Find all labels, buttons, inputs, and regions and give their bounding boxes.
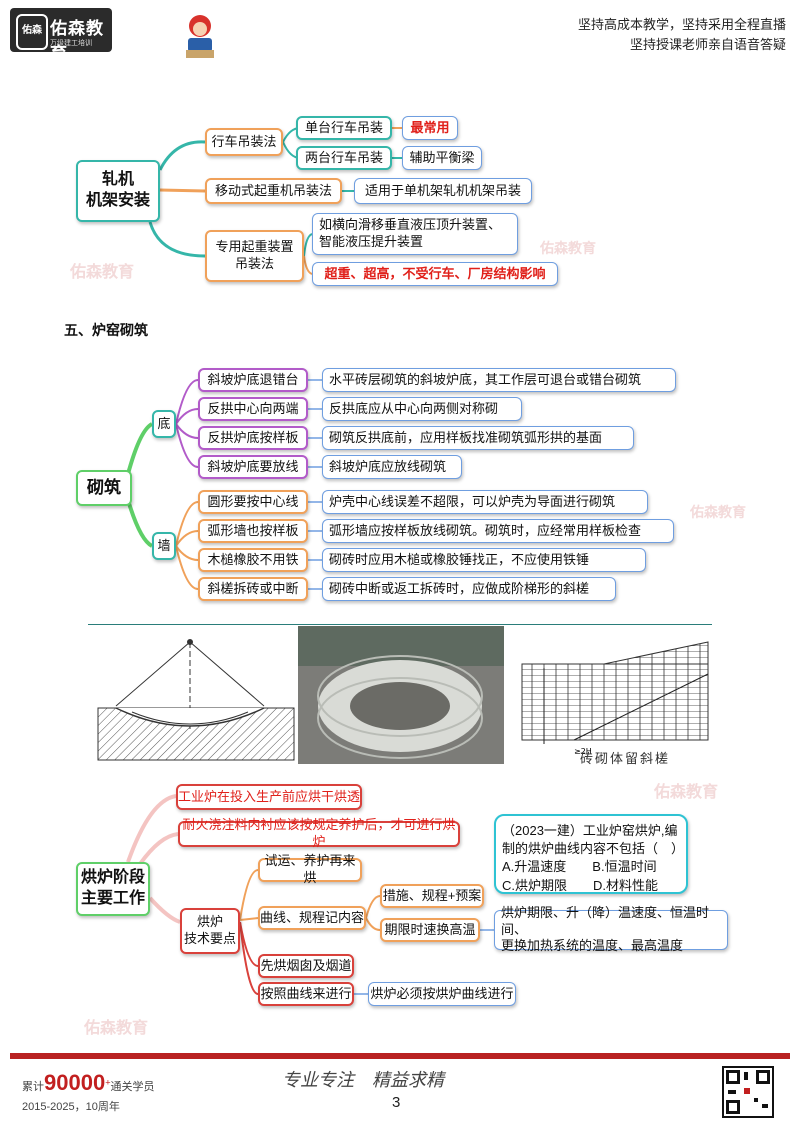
brick-rake-diagram: ≥2H — [521, 641, 709, 756]
drying-tech-4-note: 烘炉必须按烘炉曲线进行 — [368, 982, 516, 1006]
mascot-icon — [186, 15, 214, 58]
single-crane-note: 最常用 — [402, 116, 458, 140]
brand-name: 佑森教育 — [50, 19, 104, 63]
section-title: 五、炉窑砌筑 — [64, 322, 148, 338]
masonry-item-note: 砌砖时应用木槌或橡胶锤找正，不应使用铁锤 — [322, 548, 646, 572]
special-device-method: 专用起重装置 吊装法 — [205, 230, 304, 282]
watermark: 佑森教育 — [654, 784, 719, 801]
masonry-item-label: 弧形墙也按样板 — [198, 519, 308, 543]
special-device-note: 如横向滑移垂直液压顶升装置、 智能液压提升装置 — [312, 213, 518, 255]
drying-tech-2b: 期限时速换高温 — [380, 918, 480, 942]
student-count: 90000 — [44, 1070, 106, 1095]
drying-tech-4: 按照曲线来进行 — [258, 982, 354, 1006]
footer-suffix: 通关学员 — [110, 1081, 155, 1093]
masonry-item-note: 弧形墙应按样板放线砌筑。砌筑时，应经常用样板检查 — [322, 519, 674, 543]
slogan-line-1: 坚持高成本教学，坚持采用全程直播 — [577, 17, 786, 32]
drying-requirement-1: 工业炉在投入生产前应烘干烘透 — [176, 784, 362, 810]
masonry-item-note: 反拱底应从中心向两侧对称砌 — [322, 397, 522, 421]
brand-subtitle: 万级建工培训 — [50, 40, 92, 47]
dim-label: ≥2H — [574, 747, 592, 756]
drying-tech-1: 试运、养护再来烘 — [258, 853, 362, 885]
footer-stats: 累计90000+通关学员 2015-2025，10周年 — [22, 1070, 155, 1114]
masonry-item-label: 反拱中心向两端 — [198, 397, 308, 421]
masonry-item-note: 水平砖层砌筑的斜坡炉底，其工作层可退台或错台砌筑 — [322, 368, 676, 392]
masonry-item-label: 斜槎拆砖或中断 — [198, 577, 308, 601]
crane-method: 行车吊装法 — [205, 128, 283, 156]
qr-code-icon — [722, 1066, 774, 1118]
footer-prefix: 累计 — [22, 1081, 44, 1093]
masonry-root: 砌筑 — [76, 470, 132, 506]
footer-years: 2015-2025，10周年 — [22, 1101, 120, 1113]
masonry-item-label: 斜坡炉底退错台 — [198, 368, 308, 392]
double-crane-note: 辅助平衡梁 — [402, 146, 482, 170]
page-header — [0, 0, 800, 64]
masonry-item-label: 木槌橡胶不用铁 — [198, 548, 308, 572]
masonry-item-label: 反拱炉底按样板 — [198, 426, 308, 450]
masonry-item-note: 砌砖中断或返工拆砖时，应做成阶梯形的斜槎 — [322, 577, 616, 601]
page-number: 3 — [392, 1094, 401, 1111]
figure-caption: 砖砌体留斜槎 — [580, 751, 671, 766]
brand-mark: 佑森 — [16, 14, 48, 50]
single-crane: 单台行车吊装 — [296, 116, 392, 140]
drying-root: 烘炉阶段 主要工作 — [76, 862, 150, 916]
masonry-wall: 墙 — [152, 532, 176, 560]
special-device-feature: 超重、超高，不受行车、厂房结构影响 — [312, 262, 558, 286]
drying-tech-3: 先烘烟囱及烟道 — [258, 954, 354, 978]
footer-bar — [10, 1053, 790, 1059]
masonry-bottom: 底 — [152, 410, 176, 438]
count-plus: + — [105, 1077, 111, 1088]
inverted-arch-diagram — [97, 639, 295, 761]
drying-tech-2: 曲线、规程记内容 — [258, 906, 366, 930]
masonry-item-note: 砌筑反拱底前，应用样板找准砌筑弧形拱的基面 — [322, 426, 634, 450]
watermark: 佑森教育 — [540, 240, 596, 256]
mobile-crane-note: 适用于单机架轧机机架吊装 — [354, 178, 532, 204]
masonry-item-note: 斜坡炉底应放线砌筑 — [322, 455, 462, 479]
mobile-crane-method: 移动式起重机吊装法 — [205, 178, 342, 204]
mill-install-root: 轧机 机架安装 — [76, 160, 160, 222]
masonry-item-label: 圆形要按中心线 — [198, 490, 308, 514]
ring-brick-photo — [298, 626, 504, 764]
divider — [88, 624, 712, 625]
exam-question: （2023一建）工业炉窑烘炉,编制的烘炉曲线内容不包括（ ） A.升温速度 B.… — [494, 814, 688, 894]
watermark: 佑森教育 — [84, 1020, 149, 1037]
masonry-item-label: 斜坡炉底要放线 — [198, 455, 308, 479]
drying-tech-points: 烘炉 技术要点 — [180, 908, 240, 954]
watermark: 佑森教育 — [690, 504, 746, 520]
brand-logo: 佑森 佑森教育 万级建工培训 — [10, 8, 112, 63]
drying-tech-2a: 措施、规程+预案 — [380, 884, 484, 908]
watermark: 佑森教育 — [70, 264, 135, 281]
slogan-line-2: 坚持授课老师亲自语音答疑 — [629, 37, 786, 52]
footer-motto: 专业专注 精益求精 — [282, 1070, 444, 1091]
masonry-item-note: 炉壳中心线误差不超限，可以炉壳为导面进行砌筑 — [322, 490, 648, 514]
drying-curve-content: 烘炉期限、升（降）温速度、恒温时间、 更换加热系统的温度、最高温度 — [494, 905, 728, 953]
double-crane: 两台行车吊装 — [296, 146, 392, 170]
drying-requirement-2: 耐火浇注料内衬应该按规定养护后，才可进行烘炉 — [178, 817, 460, 849]
